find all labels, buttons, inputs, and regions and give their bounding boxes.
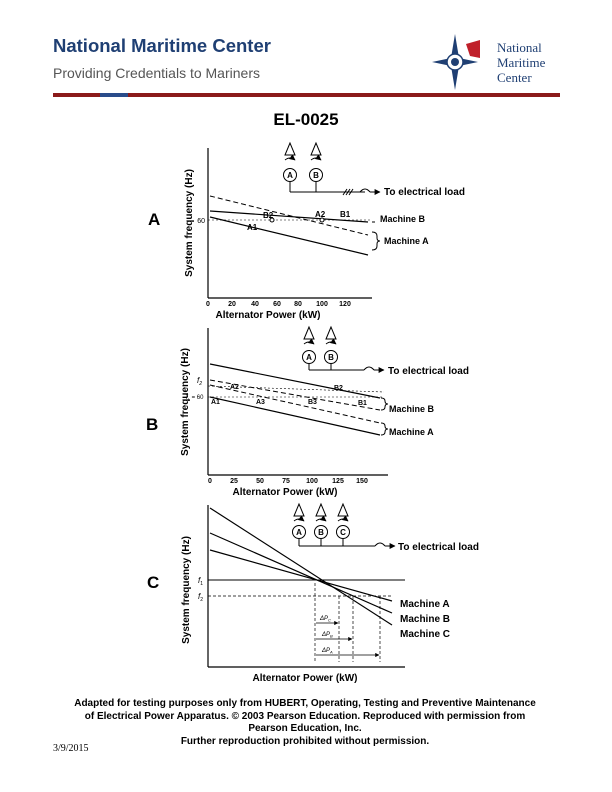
delta-p-a: ΔPA <box>321 648 333 655</box>
legend-machine-b: Machine B <box>400 614 450 625</box>
x-tick: 100 <box>316 301 328 308</box>
delta-arrows <box>316 620 380 658</box>
x-tick: 25 <box>230 478 238 485</box>
document-id: EL-0025 <box>273 110 339 129</box>
delta-p-c: ΔPC <box>319 616 331 623</box>
panel-label-b: B <box>146 415 159 434</box>
y-axis-label: System frequency (Hz) <box>184 169 195 277</box>
y-tick-f2: f2 <box>198 592 203 603</box>
legend-machine-c: Machine C <box>400 629 450 640</box>
x-tick: 0 <box>206 301 210 308</box>
machine-a-dashed-line <box>209 195 369 236</box>
panel-label-c: C <box>147 573 160 592</box>
x-tick: 100 <box>306 478 318 485</box>
machine-a-line <box>209 216 369 256</box>
header-rule-accent <box>100 93 128 97</box>
brand-line: Center <box>497 70 532 85</box>
machine-a-line <box>209 396 381 436</box>
panel-a-chart: System frequency (Hz) Alternator Power (… <box>184 141 465 321</box>
point-label: A2 <box>230 384 239 391</box>
x-tick: 125 <box>332 478 344 485</box>
gridline-f2 <box>207 385 385 393</box>
machine-a-line <box>209 549 393 602</box>
legend-machine-a: Machine A <box>384 236 429 246</box>
x-tick: 75 <box>282 478 290 485</box>
x-tick: 120 <box>339 301 351 308</box>
x-tick: 50 <box>256 478 264 485</box>
machine-label: B <box>313 171 319 180</box>
x-axis-label: Alternator Power (kW) <box>252 673 357 684</box>
header-rule <box>53 93 560 97</box>
machine-label: A <box>287 171 293 180</box>
bracket-a <box>380 422 389 436</box>
legend-machine-b: Machine B <box>389 404 435 414</box>
footer-line: Further reproduction prohibited without … <box>180 735 430 747</box>
machine-label: A <box>306 353 312 362</box>
attribution-footer: Adapted for testing purposes only from H… <box>60 698 550 748</box>
nmc-compass-logo <box>432 34 480 90</box>
load-label: To electrical load <box>398 542 479 553</box>
x-axis-label: Alternator Power (kW) <box>232 487 337 498</box>
point-label: B3 <box>308 399 317 406</box>
bracket-a <box>371 231 381 251</box>
panel-c-chart: System frequency (Hz) Alternator Power (… <box>181 502 479 684</box>
x-tick: 60 <box>273 301 281 308</box>
point-label: B2 <box>334 385 343 392</box>
footer-line: Pearson Education, Inc. <box>248 723 362 734</box>
machine-b-line-upper <box>209 363 381 399</box>
delta-guides <box>314 583 381 662</box>
point-marker <box>269 217 275 223</box>
point-label: A2 <box>315 210 326 219</box>
y-tick-f1: f1 = 60 <box>186 395 204 402</box>
x-axis-label: Alternator Power (kW) <box>215 310 320 321</box>
panel-b-chart: System frequency (Hz) Alternator Power (… <box>180 325 469 498</box>
machine-label: A <box>296 528 302 537</box>
y-axis-label: System frequency (Hz) <box>180 348 191 456</box>
point-label: A1 <box>247 223 258 232</box>
y-tick-60: 60 <box>197 218 205 225</box>
load-label: To electrical load <box>384 187 465 198</box>
legend-machine-a: Machine A <box>400 599 450 610</box>
machine-a-dashed-line <box>209 384 381 424</box>
point-label: A3 <box>256 399 265 406</box>
legend-machine-b: Machine B <box>380 214 426 224</box>
point-marker <box>319 217 325 223</box>
panel-label-a: A <box>148 210 161 229</box>
bracket-b <box>380 397 389 411</box>
panel-a-schematic: A B To electrical load <box>283 141 465 198</box>
x-tick: 0 <box>208 478 212 485</box>
x-tick: 80 <box>294 301 302 308</box>
y-axis-label: System frequency (Hz) <box>181 536 192 644</box>
point-label: B1 <box>340 210 351 219</box>
panel-b-schematic: A B To electrical load <box>302 325 469 377</box>
y-tick-f1: f1 <box>198 576 203 587</box>
machine-b-line <box>209 210 369 223</box>
point-label: B1 <box>358 400 367 407</box>
y-tick-f2: f2 <box>197 376 202 387</box>
brand-wordmark: National Maritime Center <box>497 40 545 85</box>
brand-line: Maritime <box>497 55 546 70</box>
site-title: National Maritime Center <box>53 35 271 56</box>
panel-c-schematic: A B C To electrical load <box>292 502 479 553</box>
x-tick: 150 <box>356 478 368 485</box>
delta-p-b: ΔPB <box>321 632 333 639</box>
machine-label: B <box>328 353 334 362</box>
load-label: To electrical load <box>388 366 469 377</box>
legend-machine-a: Machine A <box>389 427 434 437</box>
document-date: 3/9/2015 <box>53 743 89 754</box>
machine-c-line <box>209 507 393 626</box>
x-tick: 40 <box>251 301 259 308</box>
point-label: A1 <box>211 399 220 406</box>
machine-label: C <box>340 528 346 537</box>
footer-line: Adapted for testing purposes only from H… <box>74 698 536 709</box>
machine-b-dashed-line <box>209 379 381 411</box>
machine-b-line <box>209 532 393 614</box>
machine-label: B <box>318 528 324 537</box>
brand-line: National <box>497 40 542 55</box>
site-subtitle: Providing Credentials to Mariners <box>53 65 260 81</box>
footer-line: of Electrical Power Apparatus. © 2003 Pe… <box>84 710 526 722</box>
x-tick: 20 <box>228 301 236 308</box>
point-label: B2 <box>263 211 274 220</box>
